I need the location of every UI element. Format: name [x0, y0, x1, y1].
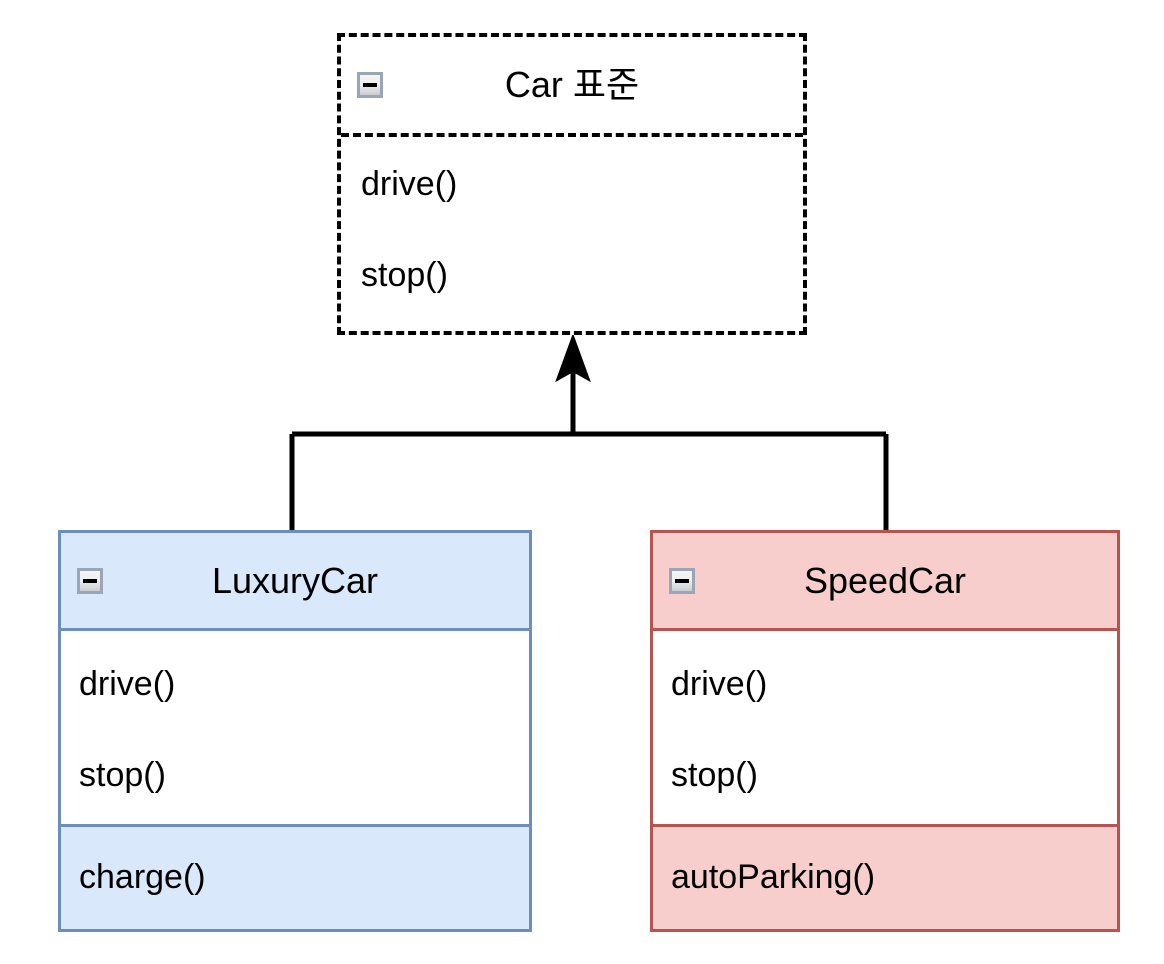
operation-item[interactable]: drive() — [361, 165, 458, 203]
operation-item[interactable]: charge() — [79, 858, 206, 897]
operation-item[interactable]: stop() — [361, 256, 448, 295]
minus-icon[interactable] — [77, 567, 103, 594]
operation-item[interactable]: drive() — [671, 665, 768, 703]
class-name-speedcar: SpeedCar — [803, 559, 967, 601]
class-header-luxurycar: LuxuryCar — [61, 533, 529, 631]
minus-icon-bar — [363, 83, 377, 87]
class-extra-operations-speedcar: autoParking() — [653, 827, 1117, 929]
class-name-luxurycar: LuxuryCar — [211, 559, 379, 601]
class-extra-operations-luxurycar: charge() — [61, 827, 529, 929]
class-operations-luxurycar: drive() stop() — [61, 631, 529, 827]
uml-class-speedcar[interactable]: SpeedCar drive() stop() autoParking() — [650, 530, 1120, 932]
class-header-speedcar: SpeedCar — [653, 533, 1117, 631]
minus-icon[interactable] — [669, 567, 695, 594]
operation-item[interactable]: stop() — [79, 756, 166, 795]
class-operations-car-interface: drive() stop() — [341, 137, 803, 331]
operation-item[interactable]: autoParking() — [671, 858, 876, 897]
minus-icon[interactable] — [357, 72, 383, 98]
operation-item[interactable]: drive() — [79, 665, 176, 703]
uml-class-car-interface[interactable]: Car 표준 drive() stop() — [337, 33, 807, 335]
class-name-car-interface: Car 표준 — [504, 64, 640, 106]
minus-icon-bar — [675, 578, 689, 583]
class-header-car-interface: Car 표준 — [341, 37, 803, 137]
class-operations-speedcar: drive() stop() — [653, 631, 1117, 827]
generalization-arrowhead — [555, 333, 591, 383]
minus-icon-bar — [83, 578, 97, 583]
uml-class-luxurycar[interactable]: LuxuryCar drive() stop() charge() — [58, 530, 532, 932]
operation-item[interactable]: stop() — [671, 756, 758, 795]
